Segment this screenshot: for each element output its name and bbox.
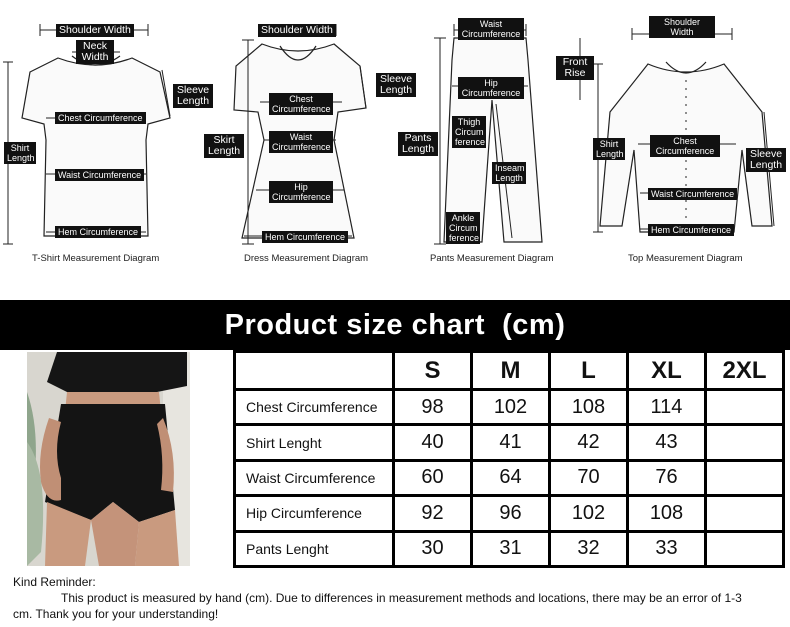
tshirt-outline — [3, 24, 171, 245]
table-cell: 64 — [470, 458, 551, 498]
pants-waist-tag: Waist Circumference — [458, 18, 524, 40]
table-cell: 40 — [392, 423, 473, 462]
table-cell: 30 — [392, 529, 473, 569]
table-corner-cell — [233, 350, 395, 391]
table-cell — [704, 387, 785, 427]
table-cell: 96 — [470, 494, 551, 533]
top-shirt-length-tag: Shirt Length — [593, 138, 625, 160]
table-cell — [704, 494, 785, 533]
row-label: Waist Circumference — [233, 458, 395, 498]
table-cell: 76 — [626, 458, 707, 498]
table-cell: 70 — [548, 458, 629, 498]
tshirt-chest-tag: Chest Circumference — [55, 112, 146, 124]
size-chart-table: S M L XL 2XL Chest Circumference 98 102 … — [233, 350, 785, 569]
measurement-diagrams: Shoulder Width Neck Width Sleeve Length … — [0, 0, 790, 268]
top-diagram: Shoulder Width Front Rise Shirt Length C… — [556, 0, 790, 268]
top-waist-tag: Waist Circumference — [648, 188, 738, 200]
tshirt-shirt-length-tag: Shirt Length — [4, 142, 36, 164]
tshirt-diagram: Shoulder Width Neck Width Sleeve Length … — [0, 0, 213, 268]
pants-length-tag: Pants Length — [398, 132, 438, 156]
top-caption: Top Measurement Diagram — [628, 253, 743, 264]
row-label: Shirt Lenght — [233, 423, 395, 462]
model-shorts-image — [27, 352, 190, 566]
table-cell: 102 — [470, 387, 551, 427]
pants-diagram: Waist Circumference Hip Circumference Th… — [392, 0, 592, 268]
dress-hem-tag: Hem Circumference — [262, 231, 349, 243]
table-cell: 43 — [626, 423, 707, 462]
table-cell: 114 — [626, 387, 707, 427]
top-sleeve-length-tag: Sleeve Length — [746, 148, 786, 172]
dress-diagram: Shoulder Width Sleeve Length Skirt Lengt… — [196, 0, 416, 268]
dress-chest-tag: Chest Circumference — [269, 93, 333, 115]
table-row: Waist Circumference 60 64 70 76 — [233, 458, 785, 498]
size-header-m: M — [470, 350, 551, 391]
dress-outline — [233, 24, 367, 245]
table-cell: 92 — [392, 494, 473, 533]
tshirt-hem-tag: Hem Circumference — [55, 226, 142, 238]
size-header-s: S — [392, 350, 473, 391]
table-row: Chest Circumference 98 102 108 114 — [233, 387, 785, 427]
tshirt-sleeve-length-tag: Sleeve Length — [173, 84, 213, 108]
tshirt-waist-tag: Waist Circumference — [55, 169, 145, 181]
table-cell — [704, 423, 785, 462]
table-cell: 32 — [548, 529, 629, 569]
size-header-xl: XL — [626, 350, 707, 391]
table-cell: 31 — [470, 529, 551, 569]
reminder-line-2: cm. Thank you for your understanding! — [13, 607, 219, 621]
kind-reminder: Kind Reminder: This product is measured … — [13, 574, 783, 622]
dress-hip-tag: Hip Circumference — [269, 181, 333, 203]
reminder-line-1: This product is measured by hand (cm). D… — [61, 591, 742, 605]
top-chest-tag: Chest Circumference — [650, 135, 720, 157]
tshirt-neck-width-tag: Neck Width — [76, 40, 114, 64]
row-label: Hip Circumference — [233, 494, 395, 533]
tshirt-shoulder-width-tag: Shoulder Width — [56, 24, 134, 37]
table-row: Shirt Lenght 40 41 42 43 — [233, 423, 785, 462]
pants-hip-tag: Hip Circumference — [458, 77, 524, 99]
table-row: Pants Lenght 30 31 32 33 — [233, 529, 785, 569]
table-cell: 33 — [626, 529, 707, 569]
table-cell: 60 — [392, 458, 473, 498]
table-cell: 108 — [548, 387, 629, 427]
table-cell: 102 — [548, 494, 629, 533]
table-header-row: S M L XL 2XL — [233, 350, 785, 391]
pants-inseam-tag: Inseam Length — [492, 162, 526, 184]
reminder-title: Kind Reminder: — [13, 575, 96, 589]
table-cell — [704, 458, 785, 498]
top-front-rise-tag: Front Rise — [556, 56, 594, 80]
size-header-l: L — [548, 350, 629, 391]
dress-sleeve-length-tag: Sleeve Length — [376, 73, 416, 97]
dress-skirt-length-tag: Skirt Length — [204, 134, 244, 158]
product-photo — [27, 352, 190, 566]
top-shoulder-width-tag: Shoulder Width — [649, 16, 715, 38]
top-hem-tag: Hem Circumference — [648, 224, 735, 236]
table-cell: 108 — [626, 494, 707, 533]
table-row: Hip Circumference 92 96 102 108 — [233, 494, 785, 533]
dress-shoulder-width-tag: Shoulder Width — [258, 24, 336, 37]
table-cell — [704, 529, 785, 569]
pants-ankle-tag: Ankle Circum ference — [446, 212, 480, 244]
pants-thigh-tag: Thigh Circum ference — [452, 116, 486, 148]
pants-caption: Pants Measurement Diagram — [430, 253, 554, 264]
table-cell: 41 — [470, 423, 551, 462]
table-cell: 98 — [392, 387, 473, 427]
dress-waist-tag: Waist Circumference — [269, 131, 333, 153]
table-cell: 42 — [548, 423, 629, 462]
size-header-2xl: 2XL — [704, 350, 785, 391]
row-label: Pants Lenght — [233, 529, 395, 569]
tshirt-caption: T-Shirt Measurement Diagram — [32, 253, 160, 264]
size-chart-title: Product size chart (cm) — [0, 300, 790, 350]
row-label: Chest Circumference — [233, 387, 395, 427]
dress-caption: Dress Measurement Diagram — [244, 253, 369, 264]
